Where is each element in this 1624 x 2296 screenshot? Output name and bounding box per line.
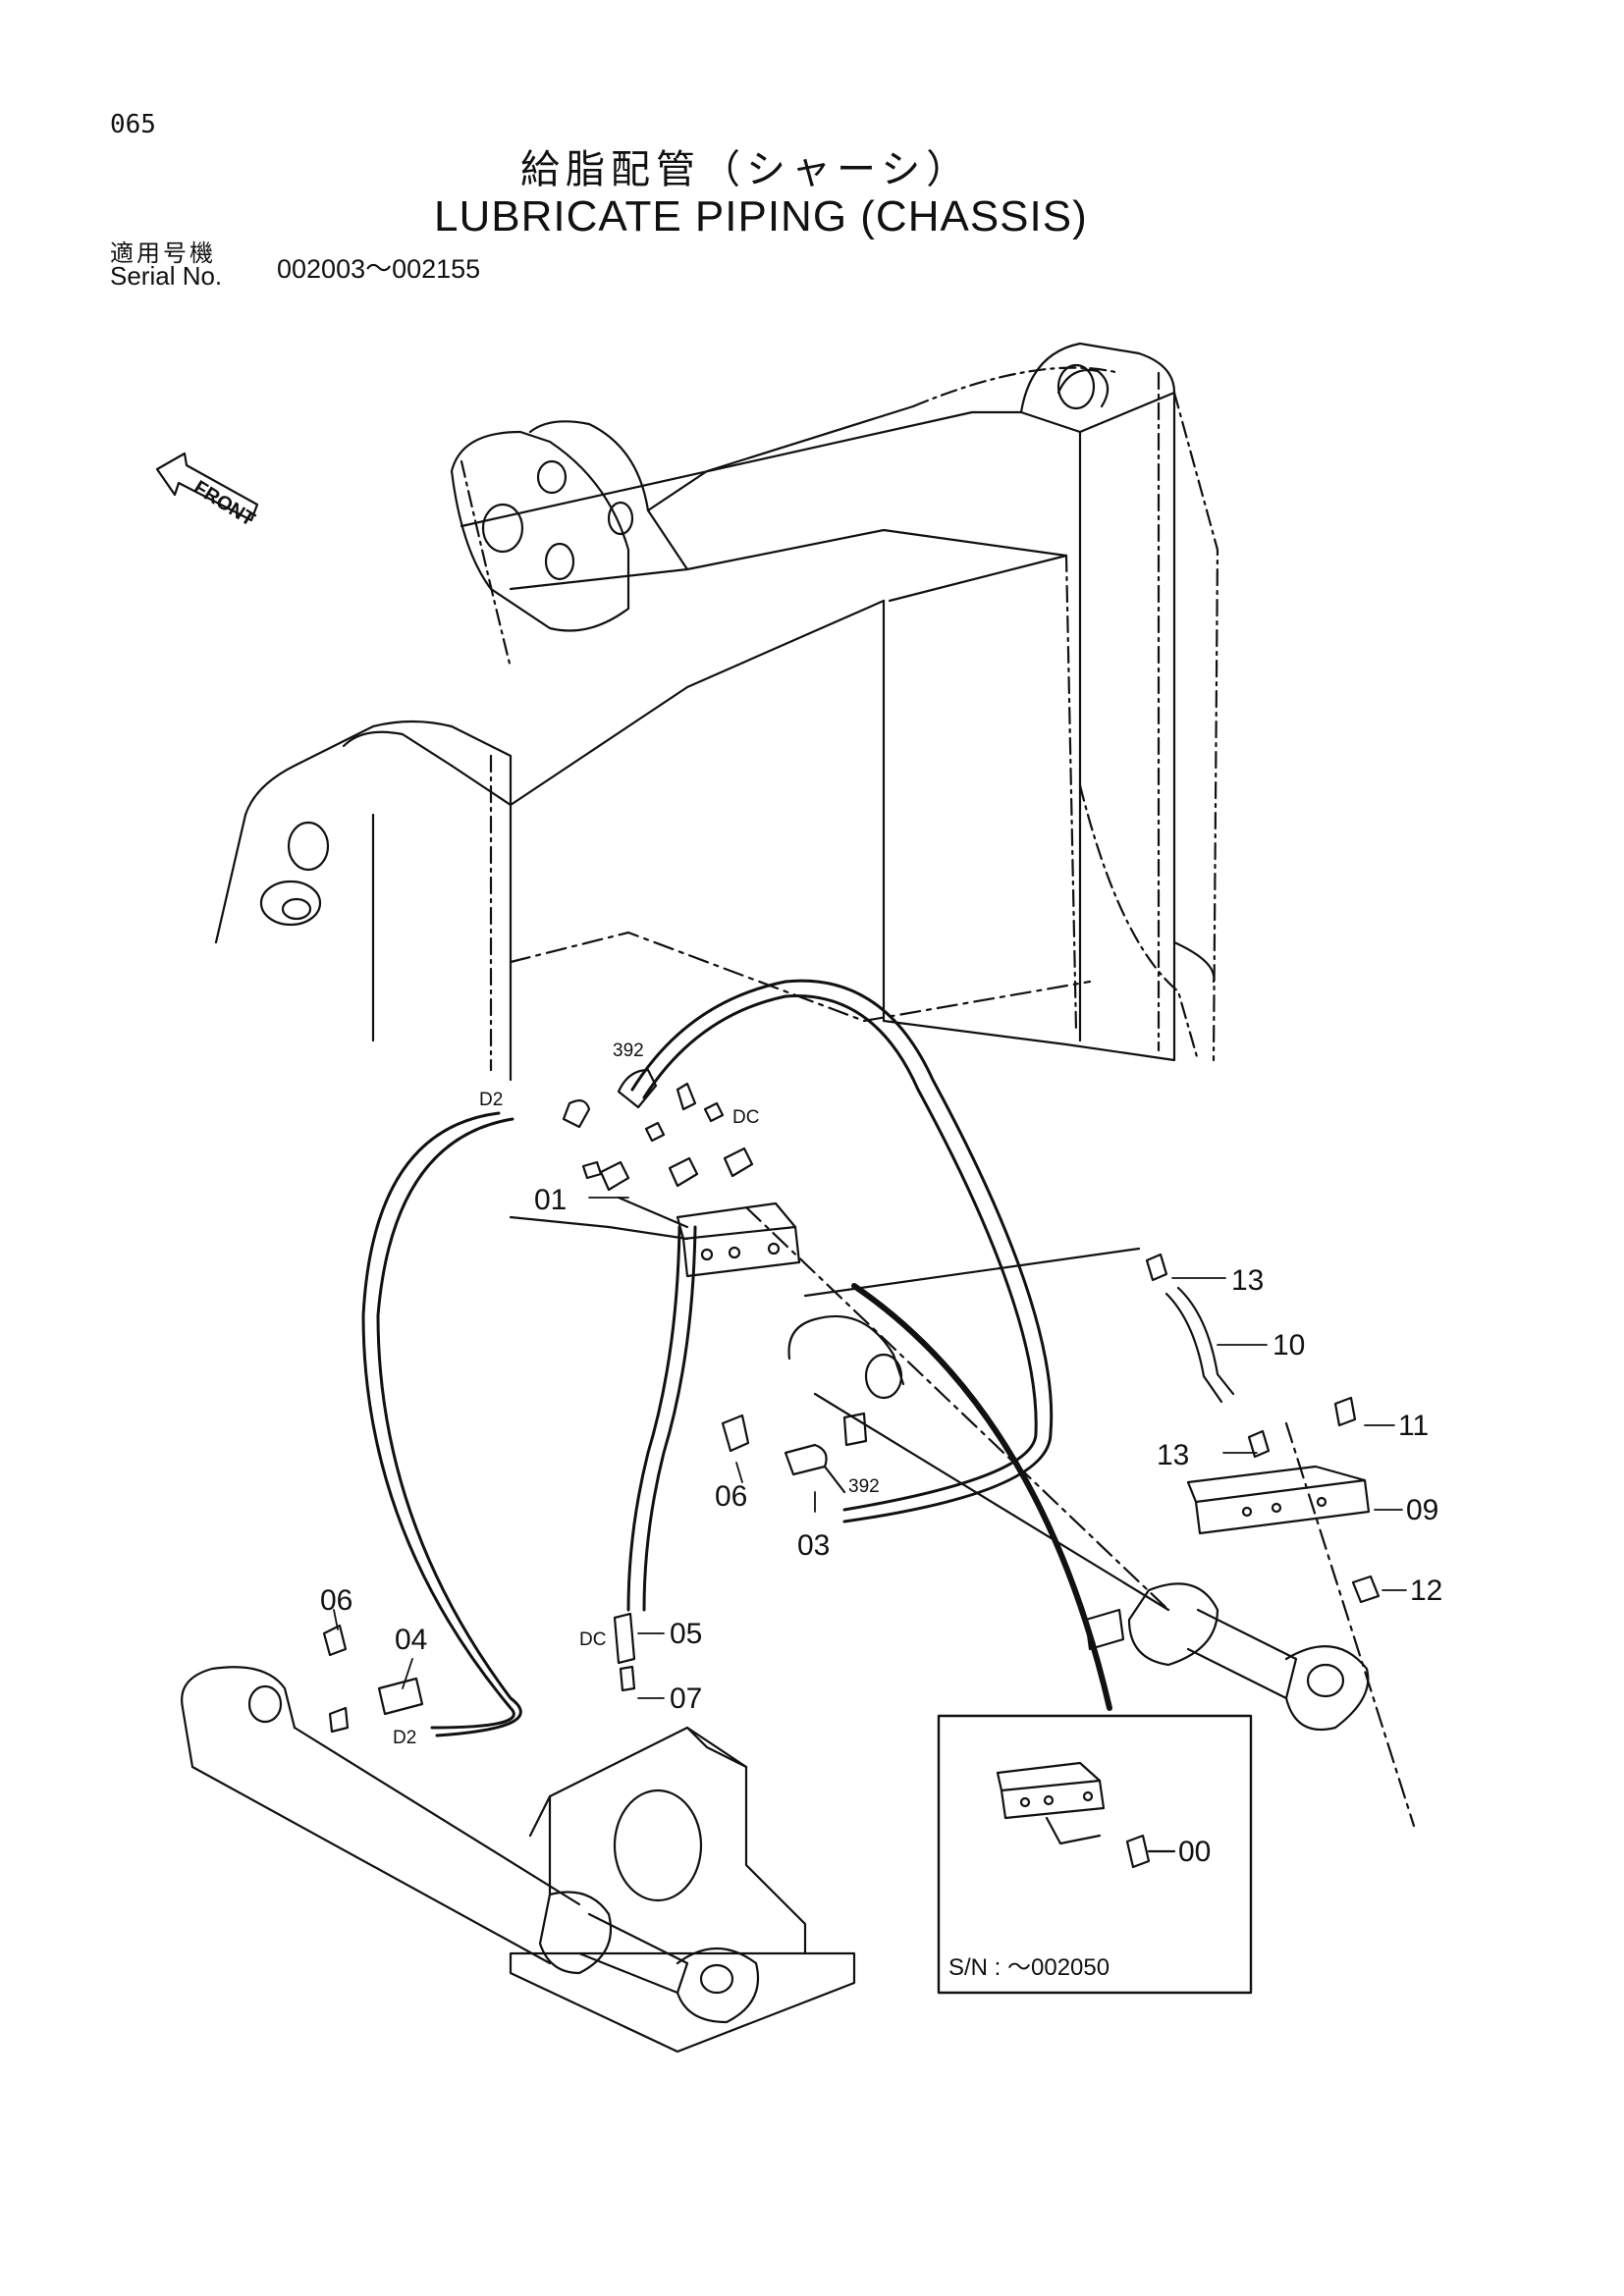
grease-hoses [361,979,1112,1737]
callout-01: 01 [534,1184,567,1216]
callout-10: 10 [1272,1329,1305,1362]
inset-serial-note: S/N : ～002050 [948,1954,1110,1981]
callout-06-lower: 06 [320,1584,352,1617]
callout-07: 07 [670,1682,702,1715]
callout-12: 12 [1410,1575,1442,1607]
right-cylinder [787,1314,1370,1732]
marker-d2-top: D2 [479,1090,503,1110]
serial-label-japanese: 適用号機 [110,240,216,267]
callout-06-middle: 06 [715,1480,747,1513]
chassis-frame [214,342,1416,1828]
callout-11: 11 [1398,1410,1429,1442]
page-number: 065 [110,110,156,139]
inset-panel [937,1714,1253,1995]
left-cylinder [181,1666,856,2054]
callout-labels: 01 13 10 11 13 09 12 06 03 06 04 05 07 0… [320,1041,1442,1981]
marker-392-top: 392 [613,1041,644,1061]
serial-range: 002003～002155 [277,254,481,284]
page-title-japanese: 給脂配管（シャーシ） [520,147,972,192]
top-fittings [562,1068,754,1192]
marker-dc-top: DC [732,1107,759,1128]
callout-13-lower: 13 [1157,1439,1189,1471]
callout-04: 04 [395,1624,427,1656]
callout-03: 03 [797,1529,830,1562]
front-arrow-label: FRONT [189,477,258,531]
marker-392-middle: 392 [848,1476,880,1497]
callout-leaders [333,1197,1407,1699]
callout-00: 00 [1178,1836,1211,1868]
marker-d2-bottom: D2 [393,1728,416,1748]
serial-label: Serial No. [110,261,223,291]
middle-fittings [322,1414,846,1716]
front-arrow-icon: FRONT [155,452,258,531]
page-title: LUBRICATE PIPING (CHASSIS) [434,192,1088,240]
bracket-assembly [1145,1253,1380,1604]
grease-block [509,1201,801,1278]
callout-09: 09 [1406,1494,1438,1526]
callout-13-upper: 13 [1231,1264,1264,1297]
marker-dc-middle: DC [579,1629,606,1650]
callout-05: 05 [670,1618,702,1650]
